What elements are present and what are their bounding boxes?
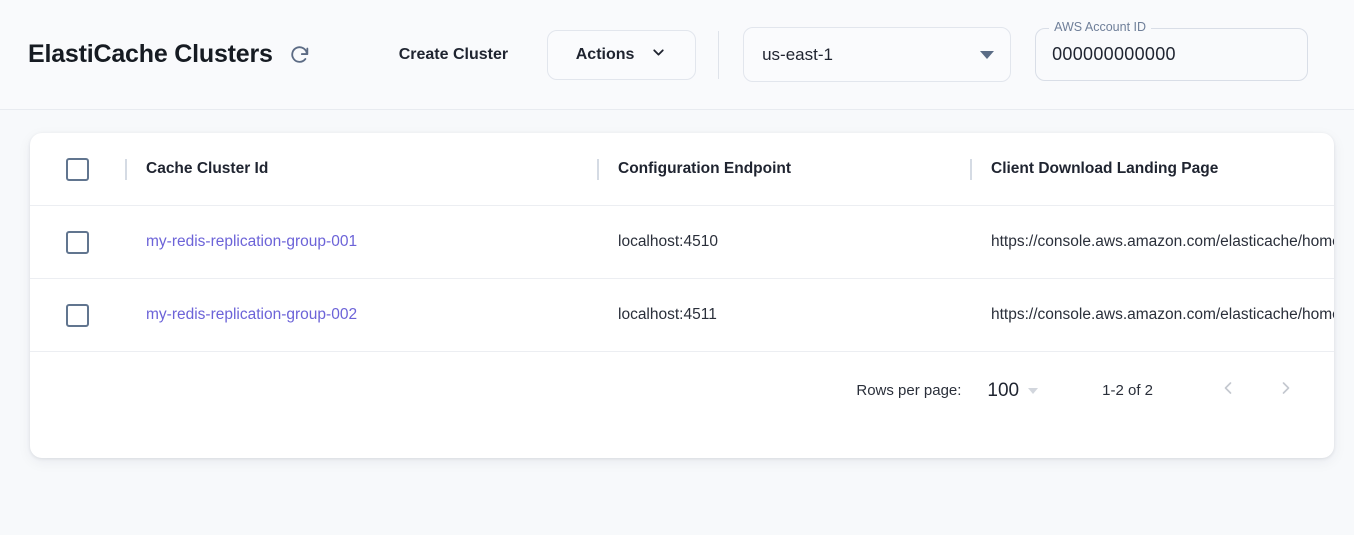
rows-per-page-select[interactable]: 100 <box>987 379 1039 402</box>
row-select-cell <box>30 230 125 254</box>
actions-button-label: Actions <box>575 45 635 63</box>
select-all-cell <box>30 157 125 181</box>
rows-per-page-label: Rows per page: <box>856 382 962 399</box>
clusters-card: Cache Cluster Id Configuration Endpoint … <box>30 133 1334 458</box>
app-header: ElastiCache Clusters Create Cluster Acti… <box>0 0 1354 110</box>
cell-configuration-endpoint: localhost:4511 <box>618 306 717 323</box>
column-header-cache-cluster-id[interactable]: Cache Cluster Id <box>146 160 269 177</box>
column-separator <box>970 158 972 180</box>
next-page-button[interactable] <box>1266 371 1306 411</box>
table-header-row: Cache Cluster Id Configuration Endpoint … <box>30 133 1334 206</box>
refresh-icon[interactable] <box>287 42 313 68</box>
cluster-id-link[interactable]: my-redis-replication-group-001 <box>146 233 358 250</box>
chevron-down-icon <box>650 44 667 66</box>
region-select-value: us-east-1 <box>762 44 833 64</box>
title-group: ElastiCache Clusters <box>28 40 313 69</box>
rows-per-page-value: 100 <box>987 379 1020 401</box>
triangle-down-icon <box>980 50 995 59</box>
column-separator <box>597 158 599 180</box>
triangle-down-icon <box>1028 387 1039 394</box>
cluster-id-link[interactable]: my-redis-replication-group-002 <box>146 306 358 323</box>
row-checkbox[interactable] <box>66 230 89 254</box>
row-select-cell <box>30 303 125 327</box>
actions-button[interactable]: Actions <box>547 29 697 80</box>
chevron-left-icon <box>1218 378 1238 403</box>
table-row[interactable]: my-redis-replication-group-002 localhost… <box>30 279 1334 352</box>
column-header-client-download-landing-page[interactable]: Client Download Landing Page <box>991 160 1219 177</box>
previous-page-button[interactable] <box>1208 371 1248 411</box>
cell-client-download-landing-page: https://console.aws.amazon.com/elasticac… <box>991 306 1334 323</box>
select-all-checkbox[interactable] <box>66 157 89 181</box>
cell-cache-cluster-id: my-redis-replication-group-002 <box>127 306 597 324</box>
clusters-table: Cache Cluster Id Configuration Endpoint … <box>30 133 1334 429</box>
create-cluster-button[interactable]: Create Cluster <box>393 36 514 74</box>
table-row[interactable]: my-redis-replication-group-001 localhost… <box>30 206 1334 279</box>
header-divider <box>718 30 720 79</box>
page-title: ElastiCache Clusters <box>28 40 273 68</box>
cell-configuration-endpoint: localhost:4510 <box>618 233 718 250</box>
cell-cache-cluster-id: my-redis-replication-group-001 <box>127 233 597 251</box>
pagination-bar: Rows per page: 100 1-2 of 2 <box>30 352 1334 429</box>
row-checkbox[interactable] <box>66 303 89 327</box>
column-header-configuration-endpoint[interactable]: Configuration Endpoint <box>618 160 792 177</box>
cell-client-download-landing-page: https://console.aws.amazon.com/elasticac… <box>991 233 1334 250</box>
aws-account-id-field[interactable]: AWS Account ID 000000000000 <box>1035 20 1309 81</box>
region-select[interactable]: us-east-1 <box>743 27 1012 82</box>
chevron-right-icon <box>1276 378 1296 403</box>
aws-account-id-label: AWS Account ID <box>1049 20 1152 34</box>
column-separator <box>125 158 127 180</box>
aws-account-id-value: 000000000000 <box>1052 44 1176 64</box>
pagination-range: 1-2 of 2 <box>1102 382 1153 399</box>
